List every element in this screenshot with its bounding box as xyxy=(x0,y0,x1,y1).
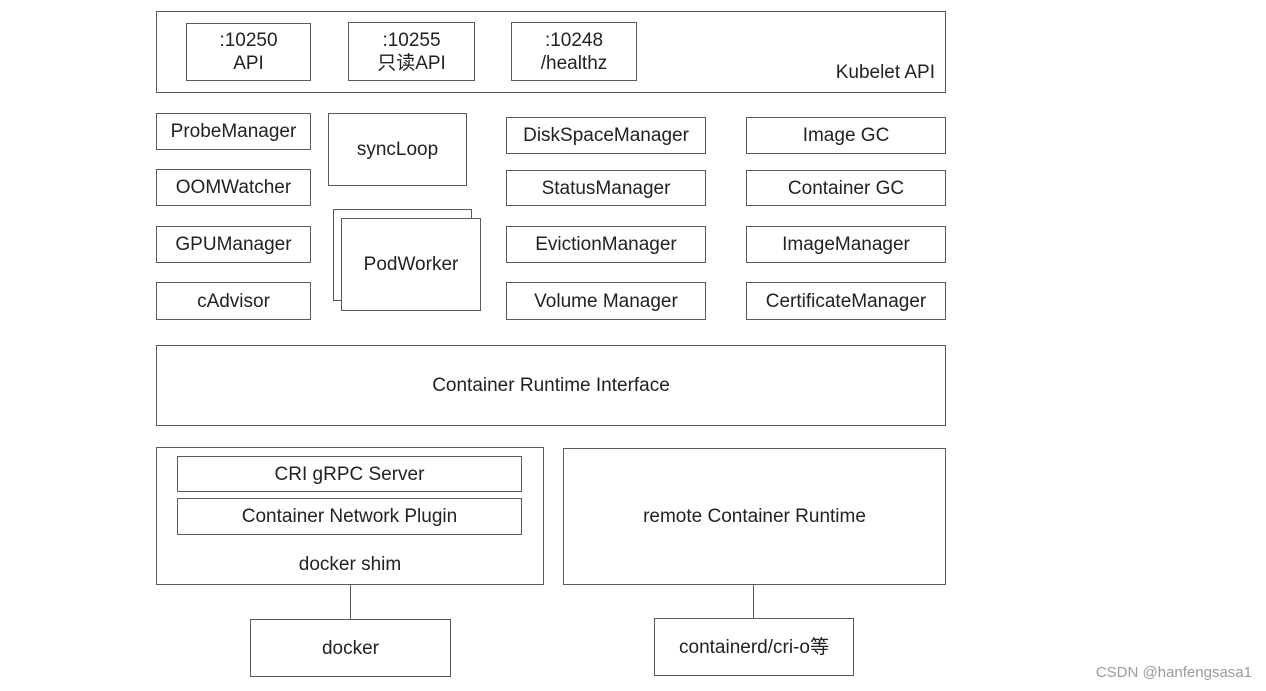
cri-label: Container Runtime Interface xyxy=(432,375,670,396)
eviction-manager-label: EvictionManager xyxy=(535,234,677,255)
cri-grpc-server-label: CRI gRPC Server xyxy=(274,463,425,485)
status-manager-label: StatusManager xyxy=(541,177,671,199)
eviction-manager-box: EvictionManager xyxy=(506,226,706,263)
container-network-plugin-label: Container Network Plugin xyxy=(241,506,458,527)
docker-connector-line xyxy=(350,585,351,619)
port-10250-desc: API xyxy=(233,53,264,74)
container-gc-label: Container GC xyxy=(787,177,905,199)
remote-runtime-box: remote Container Runtime xyxy=(563,448,946,585)
port-10248-box: :10248 /healthz xyxy=(511,22,637,81)
container-network-plugin-box: Container Network Plugin xyxy=(177,498,522,535)
port-10250-box: :10250 API xyxy=(186,23,311,81)
certificate-manager-label: CertificateManager xyxy=(765,290,927,312)
volume-manager-label: Volume Manager xyxy=(534,290,678,312)
probe-manager-label: ProbeManager xyxy=(170,121,297,142)
port-10248-number: :10248 xyxy=(544,29,604,51)
kubelet-api-title: Kubelet API xyxy=(835,62,935,83)
oom-watcher-label: OOMWatcher xyxy=(175,177,292,198)
certificate-manager-box: CertificateManager xyxy=(746,282,946,320)
cadvisor-label: cAdvisor xyxy=(197,290,270,312)
docker-shim-title: docker shim xyxy=(298,554,402,575)
image-manager-box: ImageManager xyxy=(746,226,946,263)
volume-manager-box: Volume Manager xyxy=(506,282,706,320)
probe-manager-box: ProbeManager xyxy=(156,113,311,150)
gpu-manager-box: GPUManager xyxy=(156,226,311,263)
disk-space-manager-label: DiskSpaceManager xyxy=(523,125,689,146)
csdn-watermark: CSDN @hanfengsasa1 xyxy=(1095,664,1252,681)
oom-watcher-box: OOMWatcher xyxy=(156,169,311,206)
containerd-cri-o-label: containerd/cri-o等 xyxy=(679,636,829,658)
status-manager-box: StatusManager xyxy=(506,170,706,206)
disk-space-manager-box: DiskSpaceManager xyxy=(506,117,706,154)
docker-box: docker xyxy=(250,619,451,677)
sync-loop-label: syncLoop xyxy=(356,139,439,160)
gpu-manager-label: GPUManager xyxy=(175,234,292,255)
port-10255-desc: 只读API xyxy=(377,52,446,74)
port-10248-desc: /healthz xyxy=(540,52,608,74)
containerd-connector-line xyxy=(753,585,754,619)
image-manager-label: ImageManager xyxy=(782,234,910,255)
sync-loop-box: syncLoop xyxy=(328,113,467,186)
containerd-cri-o-box: containerd/cri-o等 xyxy=(654,618,854,676)
docker-label: docker xyxy=(321,637,380,659)
port-10255-box: :10255 只读API xyxy=(348,22,475,81)
cadvisor-box: cAdvisor xyxy=(156,282,311,320)
pod-worker-label: PodWorker xyxy=(363,254,459,275)
cri-grpc-server-box: CRI gRPC Server xyxy=(177,456,522,492)
port-10255-number: :10255 xyxy=(382,29,441,51)
container-gc-box: Container GC xyxy=(746,170,946,206)
pod-worker-box: PodWorker xyxy=(341,218,481,311)
port-10250-number: :10250 xyxy=(219,30,278,51)
image-gc-box: Image GC xyxy=(746,117,946,154)
cri-box: Container Runtime Interface xyxy=(156,345,946,426)
remote-runtime-label: remote Container Runtime xyxy=(643,506,866,527)
image-gc-label: Image GC xyxy=(802,125,890,146)
